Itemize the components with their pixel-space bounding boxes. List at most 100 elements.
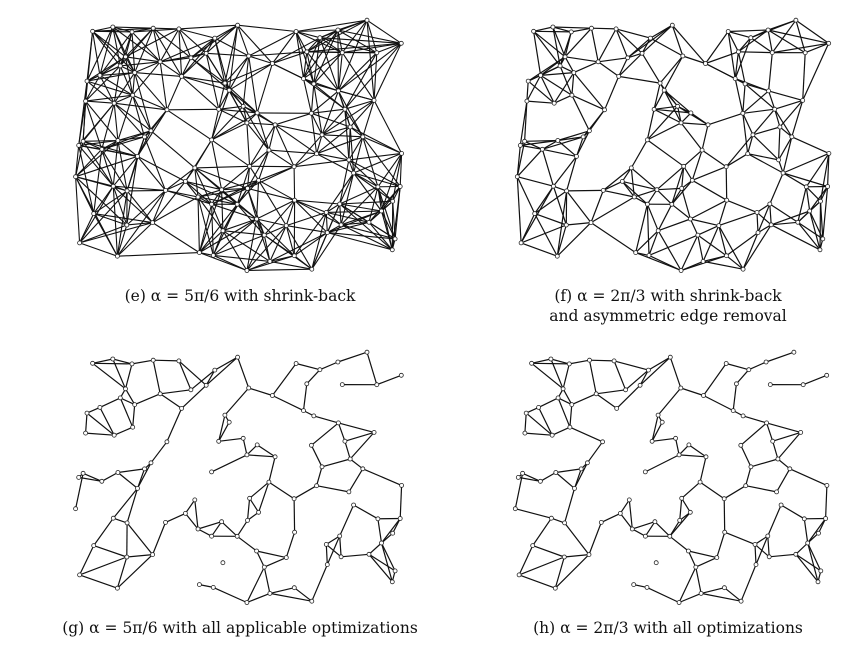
edge (566, 190, 592, 223)
edge (554, 554, 590, 589)
edge (249, 481, 270, 499)
node (196, 250, 202, 256)
edge (774, 99, 803, 110)
edge (540, 74, 573, 96)
edge (181, 384, 207, 409)
edge (190, 57, 230, 91)
node (680, 53, 686, 59)
edge (211, 105, 244, 141)
node (254, 442, 260, 448)
edge (134, 61, 161, 74)
edge (516, 176, 536, 214)
node (269, 393, 275, 398)
edge (325, 535, 341, 545)
edge (780, 504, 805, 520)
node (364, 17, 370, 23)
node (209, 137, 215, 143)
node (681, 163, 687, 169)
edge (657, 218, 691, 232)
edge (211, 189, 223, 205)
node (117, 63, 123, 69)
node (802, 50, 808, 56)
node (203, 382, 209, 388)
node (555, 138, 561, 143)
edge (702, 225, 720, 262)
edge (349, 458, 364, 470)
edge (272, 37, 321, 64)
edge (295, 362, 321, 371)
caption-e: (e) α = 5π/6 with shrink-back (30, 286, 450, 306)
edge (302, 51, 308, 79)
node (235, 22, 241, 28)
edge (316, 153, 354, 174)
edge (771, 221, 798, 226)
edge (321, 134, 363, 138)
node (210, 584, 216, 590)
node (805, 540, 811, 546)
edge (294, 199, 327, 213)
edge (527, 56, 566, 82)
edge (615, 28, 629, 59)
node (192, 165, 198, 171)
edge (178, 24, 238, 30)
node (653, 560, 659, 566)
edge (313, 415, 339, 424)
node (346, 489, 352, 495)
edge (264, 225, 287, 236)
edge (337, 422, 346, 442)
edge (728, 29, 769, 33)
edge (339, 203, 382, 212)
edge (552, 26, 566, 58)
node (314, 151, 320, 157)
node (110, 183, 116, 189)
edge (268, 481, 295, 500)
node (84, 78, 90, 84)
edge (767, 29, 773, 53)
edge (293, 153, 317, 168)
node (571, 70, 577, 75)
edge (242, 55, 250, 107)
edge (99, 74, 133, 96)
node (679, 185, 685, 191)
node (129, 361, 135, 367)
edge (116, 190, 166, 257)
edge (132, 95, 146, 138)
edge (339, 200, 393, 205)
node (335, 27, 341, 33)
edge (92, 30, 126, 58)
edge (119, 31, 133, 67)
node (769, 50, 775, 55)
edge (641, 24, 673, 54)
node (254, 110, 260, 116)
edge (803, 518, 809, 544)
node (778, 502, 784, 508)
node (695, 232, 701, 238)
node (766, 88, 772, 94)
node (130, 424, 136, 430)
edge (198, 204, 213, 253)
edge (569, 359, 590, 365)
edge (246, 566, 265, 603)
edge (313, 83, 375, 101)
edge (557, 136, 584, 142)
edge (153, 359, 179, 362)
node (157, 59, 163, 65)
node (538, 73, 543, 78)
edge (159, 37, 216, 63)
edge (519, 101, 528, 146)
edge (218, 437, 244, 442)
edge (641, 52, 661, 84)
edge (246, 122, 251, 167)
edge (701, 149, 727, 168)
edge (83, 139, 118, 142)
edge (160, 52, 207, 63)
edge (221, 165, 250, 191)
node (314, 483, 320, 489)
edge (604, 76, 620, 111)
edge (573, 462, 588, 489)
node (398, 40, 404, 46)
caption-e-line1: (e) α = 5π/6 with shrink-back (124, 287, 356, 305)
edge (75, 176, 118, 257)
edge (802, 43, 830, 101)
node (800, 98, 806, 103)
